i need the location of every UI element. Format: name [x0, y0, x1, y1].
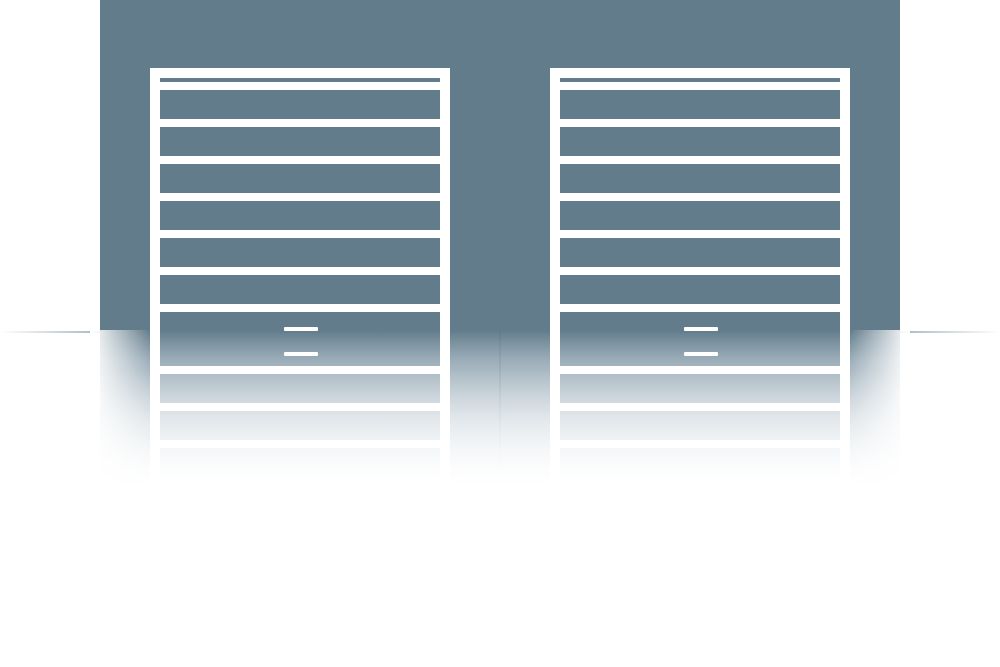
door-slat	[560, 82, 840, 90]
door-slat	[160, 304, 440, 312]
door-slat	[160, 230, 440, 238]
door-slat	[160, 477, 440, 485]
garage-door-left	[150, 68, 450, 500]
door-slat	[560, 193, 840, 201]
door-slat	[560, 366, 840, 374]
door-handle	[684, 352, 718, 356]
door-slat	[160, 193, 440, 201]
door-slat	[160, 366, 440, 374]
garage-door-right	[550, 68, 850, 500]
door-slat	[560, 403, 840, 411]
door-slat	[560, 440, 840, 448]
door-slat	[560, 477, 840, 485]
door-slat	[160, 156, 440, 164]
door-slat	[160, 119, 440, 127]
door-slat	[560, 156, 840, 164]
door-slat	[560, 304, 840, 312]
door-slat	[160, 82, 440, 90]
door-handle	[284, 352, 318, 356]
door-handle	[284, 327, 318, 331]
door-slat	[160, 403, 440, 411]
door-slat	[160, 440, 440, 448]
door-slat	[560, 119, 840, 127]
door-slat	[160, 267, 440, 275]
wall-divider	[499, 330, 501, 490]
door-handle	[684, 327, 718, 331]
door-slat	[560, 267, 840, 275]
door-slat	[560, 230, 840, 238]
